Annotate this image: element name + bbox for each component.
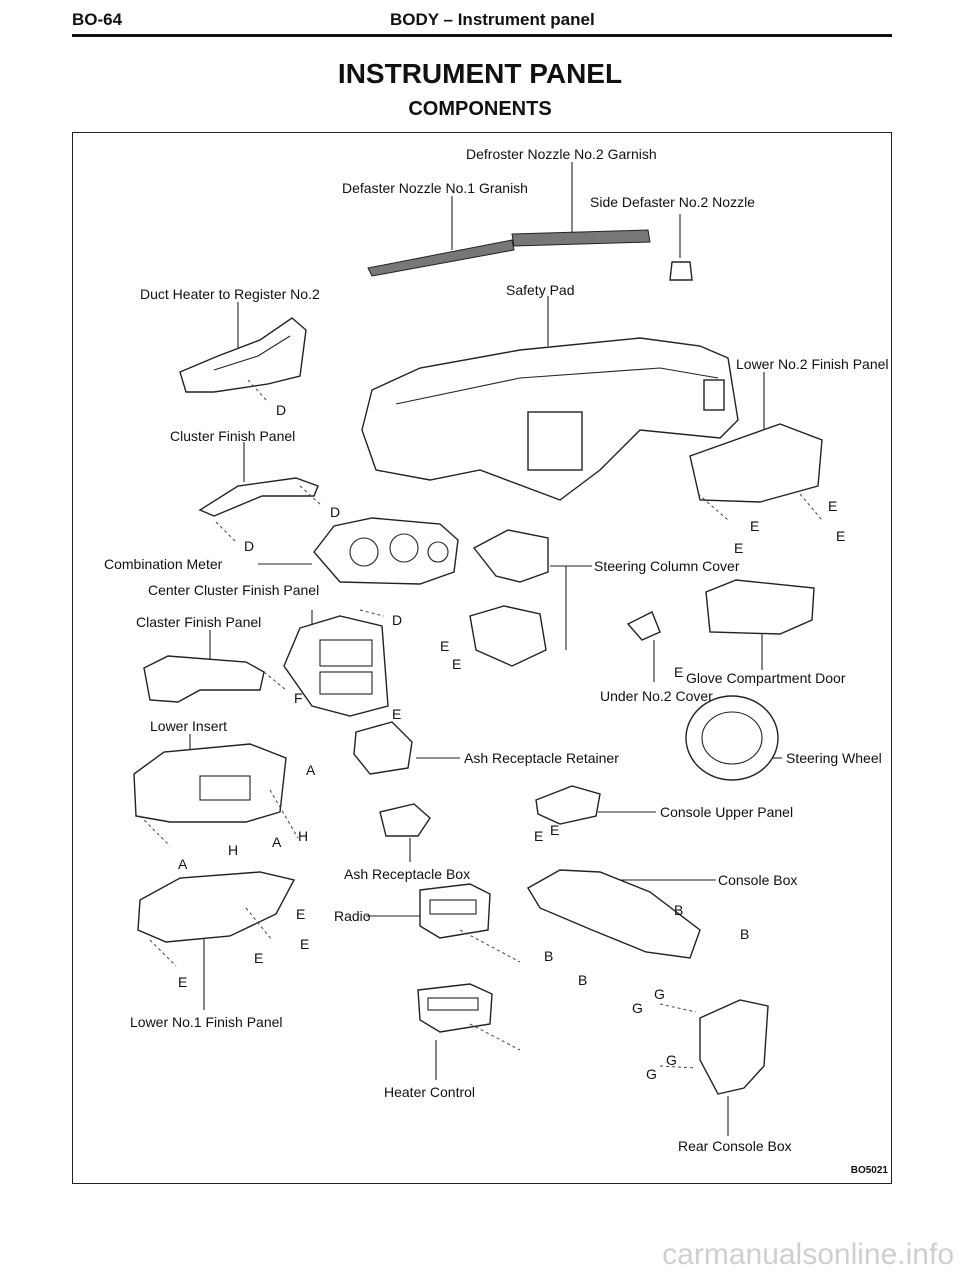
rear-console-box-shape [699,999,769,1095]
label-rear-console-box: Rear Console Box [678,1138,792,1154]
side-nozzle-shape [669,261,693,281]
fastener-label-e: E [836,528,846,544]
page-subtitle: COMPONENTS [408,98,552,120]
label-duct-heater-to-register-no2: Duct Heater to Register No.2 [140,286,320,302]
section-title: BODY – Instrument panel [390,10,595,29]
fastener-label-e: E [550,822,560,838]
fastener-guides [139,379,823,1069]
fastener-label-b: B [740,926,750,942]
label-center-cluster-finish-panel: Center Cluster Finish Panel [148,582,320,598]
label-steering-column-cover: Steering Column Cover [594,558,740,574]
fastener-label-b: B [578,972,588,988]
label-lower-insert: Lower Insert [150,718,228,734]
fastener-label-e: E [534,828,544,844]
label-ash-receptacle-box: Ash Receptacle Box [344,866,471,882]
page-code: BO-64 [72,10,123,29]
label-heater-control: Heater Control [384,1084,476,1100]
fastener-label-e: E [296,906,306,922]
duct-heater-shape [179,317,307,393]
fastener-label-d: D [330,504,341,520]
claster-finish-panel-shape [143,655,265,703]
heater-control-shape [417,983,493,1033]
fastener-label-e: E [674,664,684,680]
radio-shape [419,883,491,939]
combination-meter-shape [313,517,459,585]
label-claster-finish-panel: Claster Finish Panel [136,614,262,630]
diagram-frame [72,132,892,1184]
label-steering-wheel: Steering Wheel [786,750,882,766]
fastener-label-e: E [750,518,760,534]
fastener-label-f: F [294,690,303,706]
fastener-label-a: A [272,834,282,850]
fastener-label-g: G [666,1052,677,1068]
defroster-garnish-no2-shape [511,229,651,247]
label-ash-receptacle-retainer: Ash Receptacle Retainer [464,750,619,766]
console-upper-panel-shape [535,785,601,825]
defroster-garnish-no1-shape [367,239,515,277]
console-box-shape [527,869,701,959]
fastener-label-g: G [632,1000,643,1016]
label-defroster-nozzle-no2-garnish: Defroster Nozzle No.2 Garnish [466,146,657,162]
ash-receptacle-box-shape [379,803,431,837]
fastener-label-e: E [452,656,462,672]
fastener-label-e: E [300,936,310,952]
panel-opening-shape [527,411,583,471]
label-lower-no1-finish-panel: Lower No.1 Finish Panel [130,1014,283,1030]
figure-code: BO5021 [850,1165,888,1176]
ash-receptacle-retainer-shape [353,721,413,775]
watermark: carmanualsonline.info [662,1238,954,1271]
fastener-label-a: A [178,856,188,872]
header-rule [72,34,892,37]
lower-insert-shape [133,743,287,823]
fastener-label-h: H [298,828,309,844]
fastener-label-e: E [734,540,744,556]
steering-column-cover-lower-shape [469,605,547,667]
fastener-label-g: G [654,986,665,1002]
fastener-label-e: E [440,638,450,654]
label-cluster-finish-panel: Cluster Finish Panel [170,428,296,444]
label-console-box: Console Box [718,872,798,888]
label-safety-pad: Safety Pad [506,282,575,298]
label-glove-compartment-door: Glove Compartment Door [686,670,846,686]
label-defaster-nozzle-no1-granish: Defaster Nozzle No.1 Granish [342,180,528,196]
fastener-label-h: H [228,842,239,858]
label-side-defaster-no2-nozzle: Side Defaster No.2 Nozzle [590,194,755,210]
fastener-label-d: D [392,612,403,628]
steering-wheel-shape [685,695,779,781]
glove-compartment-door-shape [705,579,815,635]
label-lower-no2-finish-panel: Lower No.2 Finish Panel [736,356,889,372]
fastener-label-d: D [276,402,287,418]
fastener-label-b: B [544,948,554,964]
fastener-label-b: B [674,902,684,918]
label-under-no2-cover: Under No.2 Cover [600,688,713,704]
page-title: INSTRUMENT PANEL [337,58,623,89]
fastener-label-e: E [254,950,264,966]
under-no2-cover-shape [626,611,661,641]
fastener-label-e: E [828,498,838,514]
label-combination-meter: Combination Meter [104,556,223,572]
cluster-finish-panel-shape [198,477,319,517]
fastener-label-e: E [178,974,188,990]
label-console-upper-panel: Console Upper Panel [660,804,794,820]
steering-column-cover-upper-shape [472,529,549,583]
fastener-label-d: D [244,538,255,554]
fastener-label-a: A [306,762,316,778]
fastener-label-g: G [646,1066,657,1082]
label-radio: Radio [334,908,371,924]
lower-no1-finish-panel-shape [137,871,296,943]
lower-no2-finish-panel-shape [689,423,823,503]
fastener-label-e: E [392,706,402,722]
